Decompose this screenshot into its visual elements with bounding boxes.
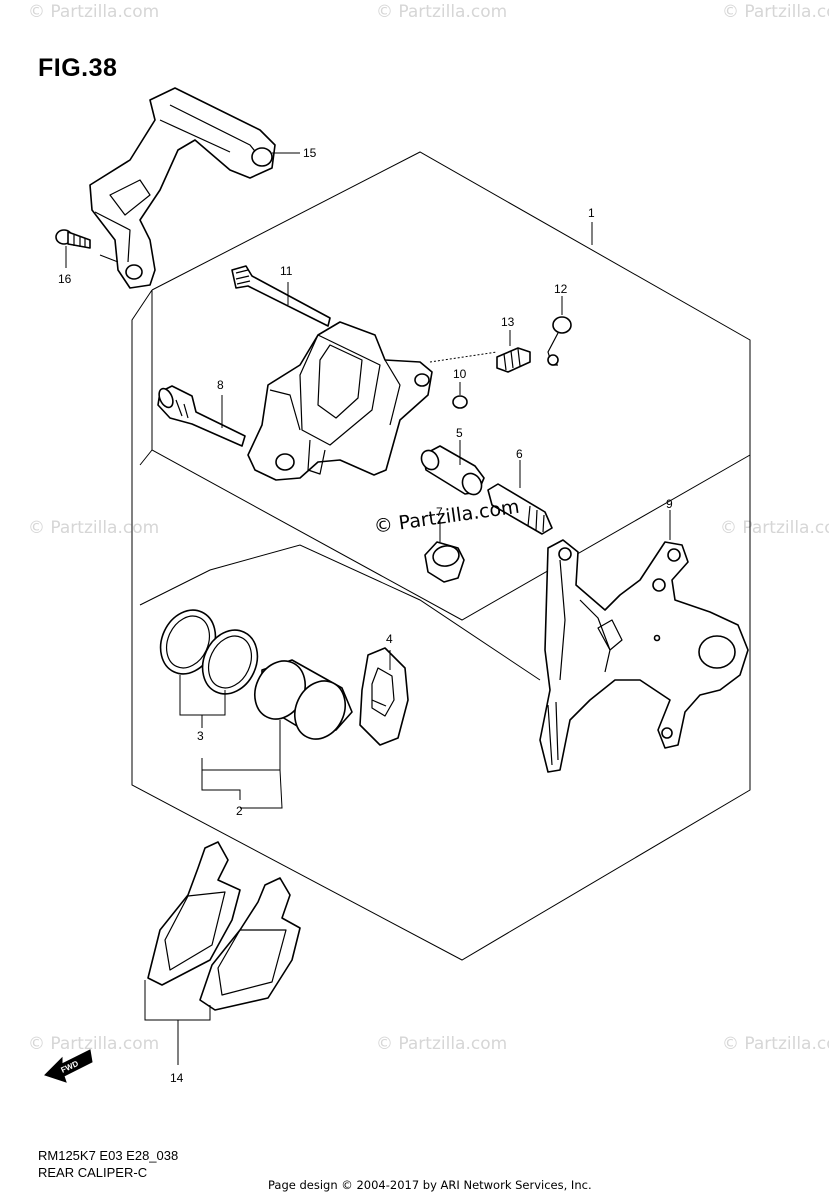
callout-8: 8 — [217, 378, 224, 392]
assembly-box-outline — [131, 151, 751, 961]
callout-1: 1 — [588, 206, 595, 220]
caliper-body-part — [247, 321, 433, 481]
watermark: © Partzilla.com — [28, 2, 160, 22]
callout-14: 14 — [170, 1071, 184, 1085]
bleeder-cap-part — [547, 316, 572, 366]
pin-11-part — [231, 265, 331, 327]
pin-8-part — [157, 385, 246, 447]
pin-6-part — [487, 483, 553, 535]
model-code: RM125K7 E03 E28_038 — [38, 1148, 179, 1163]
watermark: © Partzilla.com — [28, 518, 160, 538]
footer-credit: Page design © 2004-2017 by ARI Network S… — [268, 1178, 592, 1192]
callout-5: 5 — [456, 426, 463, 440]
pad-spring-part — [359, 647, 409, 746]
sleeve-5-part — [420, 445, 485, 496]
seal-box — [139, 544, 541, 681]
callout-3: 3 — [197, 729, 204, 743]
assembly-box-inner — [151, 290, 751, 621]
caliper-bracket-9-part — [539, 539, 749, 773]
watermark: © Partzilla.com — [722, 1034, 829, 1054]
callout-11: 11 — [280, 264, 293, 278]
callout-7: 7 — [436, 505, 443, 519]
watermark: © Partzilla.com — [28, 1034, 160, 1054]
caliper-bracket-part — [89, 87, 276, 289]
callout-4: 4 — [386, 632, 393, 646]
bleeder-screw-part — [496, 347, 531, 373]
callout-9: 9 — [666, 497, 673, 511]
piston-part — [254, 659, 353, 740]
ring-10-part — [452, 395, 468, 409]
callout-12: 12 — [554, 282, 568, 296]
callout-6: 6 — [516, 447, 523, 461]
piston-seals-part — [159, 609, 259, 695]
watermark: © Partzilla.com — [722, 2, 829, 22]
boot-7-part — [424, 541, 465, 583]
brake-pads-part — [147, 841, 301, 1011]
callout-10: 10 — [453, 367, 467, 381]
callout-13: 13 — [501, 315, 515, 329]
watermark: © Partzilla.com — [720, 518, 829, 538]
watermark: © Partzilla.com — [376, 1034, 508, 1054]
fwd-arrow-icon: FWD — [44, 1049, 93, 1083]
callout-2: 2 — [236, 804, 243, 818]
watermark: © Partzilla.com — [376, 2, 508, 22]
section-name: REAR CALIPER-C — [38, 1165, 148, 1180]
callout-15: 15 — [303, 146, 317, 160]
bolt-16-part — [55, 229, 91, 249]
callout-16: 16 — [58, 272, 72, 286]
figure-title: FIG.38 — [38, 54, 118, 82]
